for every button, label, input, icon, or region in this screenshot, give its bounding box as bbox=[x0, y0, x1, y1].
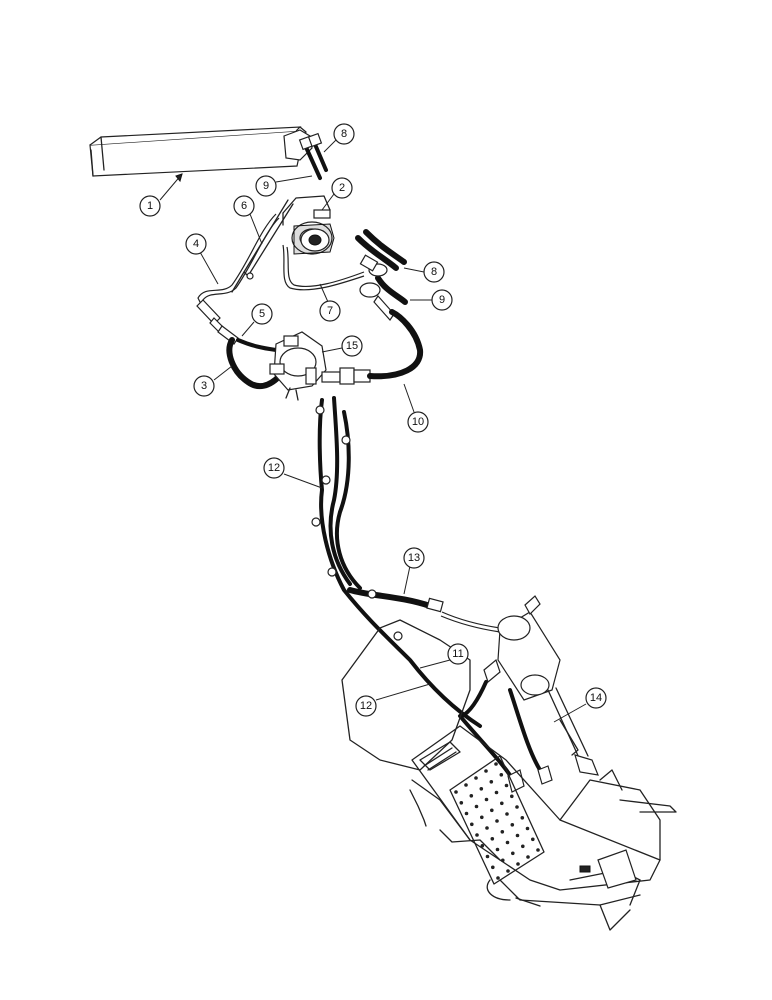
hose-5 bbox=[236, 338, 278, 352]
callout-label-8a: 8 bbox=[341, 128, 347, 140]
callout-6 bbox=[233, 195, 255, 217]
perforation-hole bbox=[500, 801, 504, 806]
perforation-hole bbox=[464, 783, 468, 787]
perforation-hole bbox=[521, 844, 525, 849]
perforation-hole bbox=[505, 812, 509, 816]
pedal-area bbox=[486, 849, 637, 907]
perforation-hole bbox=[494, 762, 498, 766]
callout-label-12b: 12 bbox=[360, 700, 372, 712]
perforation-hole bbox=[470, 822, 474, 827]
perforation-hole bbox=[520, 816, 525, 820]
tube-7 bbox=[282, 244, 365, 291]
perforation-hole bbox=[464, 811, 469, 816]
callout-label-15: 15 bbox=[346, 340, 358, 352]
right-fittings bbox=[355, 229, 408, 321]
perforation-hole bbox=[480, 815, 484, 820]
callout-label-8b: 8 bbox=[431, 266, 437, 278]
perforation-hole bbox=[496, 876, 500, 880]
perforation-hole bbox=[525, 826, 530, 831]
callout-label-10: 10 bbox=[412, 416, 424, 428]
callout-label-1: 1 bbox=[147, 200, 153, 212]
callout-label-11: 11 bbox=[452, 648, 463, 660]
perforation-hole bbox=[495, 819, 499, 823]
perforation-hole bbox=[515, 805, 519, 809]
perforation-hole bbox=[485, 854, 490, 859]
callout-label-9b: 9 bbox=[439, 294, 445, 306]
perforation-hole bbox=[469, 794, 474, 798]
perforation-hole bbox=[516, 862, 520, 866]
callouts: 1 2 3 4 5 6 7 8 8 9 bbox=[139, 123, 607, 723]
hose-10-group bbox=[321, 309, 424, 385]
callout-label-3: 3 bbox=[201, 380, 207, 392]
perforation-hole bbox=[510, 823, 515, 827]
callout-12a bbox=[263, 457, 285, 479]
perforation-hole bbox=[500, 830, 505, 834]
callout-8a bbox=[333, 123, 355, 145]
callout-label-14: 14 bbox=[590, 692, 602, 704]
perforation-hole bbox=[459, 801, 464, 805]
callout-5 bbox=[251, 303, 273, 325]
perforation-hole bbox=[501, 858, 505, 863]
callout-label-9a: 9 bbox=[263, 180, 269, 192]
perforation-hole bbox=[479, 787, 484, 791]
tube-4 bbox=[197, 213, 280, 313]
callout-8b bbox=[423, 261, 445, 283]
perforation-hole bbox=[499, 773, 504, 777]
perforation-hole bbox=[504, 783, 509, 788]
filter-assembly bbox=[282, 195, 335, 255]
callout-12b bbox=[355, 695, 377, 717]
hose-13 bbox=[347, 587, 433, 609]
hose-3 bbox=[226, 337, 286, 390]
perforation-hole bbox=[484, 769, 488, 773]
perforation-hole bbox=[505, 840, 510, 845]
callout-label-12a: 12 bbox=[268, 462, 280, 474]
callout-7 bbox=[319, 300, 341, 322]
callout-label-7: 7 bbox=[327, 305, 333, 317]
perforation-hole bbox=[491, 865, 495, 870]
perforation-hole bbox=[474, 804, 479, 809]
callout-1 bbox=[139, 195, 161, 217]
callout-4 bbox=[185, 233, 207, 255]
callout-2 bbox=[331, 177, 353, 199]
perforation-hole bbox=[490, 808, 494, 813]
callout-14 bbox=[585, 687, 607, 709]
callout-3 bbox=[193, 375, 215, 397]
callout-label-2: 2 bbox=[339, 182, 345, 194]
callout-13 bbox=[403, 547, 425, 569]
perforation-hole bbox=[474, 776, 478, 780]
perforation-hole bbox=[489, 780, 494, 784]
perforated-plate bbox=[449, 755, 545, 885]
perforation-hole bbox=[510, 794, 514, 799]
oil-cooler bbox=[89, 126, 313, 177]
perforation-hole bbox=[475, 833, 479, 837]
callout-9b bbox=[431, 289, 453, 311]
perforation-hole bbox=[515, 833, 520, 838]
cooler-fittings bbox=[298, 132, 328, 180]
perforation-hole bbox=[526, 855, 530, 859]
fitting-13 bbox=[426, 597, 501, 633]
pump-15 bbox=[269, 331, 327, 401]
callout-11 bbox=[447, 643, 469, 665]
callout-9a bbox=[255, 175, 277, 197]
callout-label-6: 6 bbox=[241, 200, 247, 212]
motor-14 bbox=[497, 595, 599, 776]
perforation-hole bbox=[495, 847, 500, 852]
perforation-hole bbox=[511, 851, 515, 856]
hose-clips bbox=[311, 405, 403, 641]
callout-label-4: 4 bbox=[193, 238, 199, 250]
callout-label-5: 5 bbox=[259, 308, 265, 320]
perforation-hole bbox=[490, 837, 495, 841]
perforation-hole bbox=[485, 826, 489, 830]
callout-10 bbox=[407, 411, 429, 433]
perforation-hole bbox=[484, 797, 489, 802]
perforation-hole bbox=[536, 848, 540, 852]
callout-label-13: 13 bbox=[408, 552, 420, 564]
perforation-hole bbox=[494, 790, 499, 795]
perforation-hole bbox=[506, 869, 510, 873]
callout-15 bbox=[341, 335, 363, 357]
perforation-hole bbox=[531, 837, 535, 842]
perforation-hole bbox=[480, 844, 485, 848]
perforation-hole bbox=[454, 790, 458, 794]
